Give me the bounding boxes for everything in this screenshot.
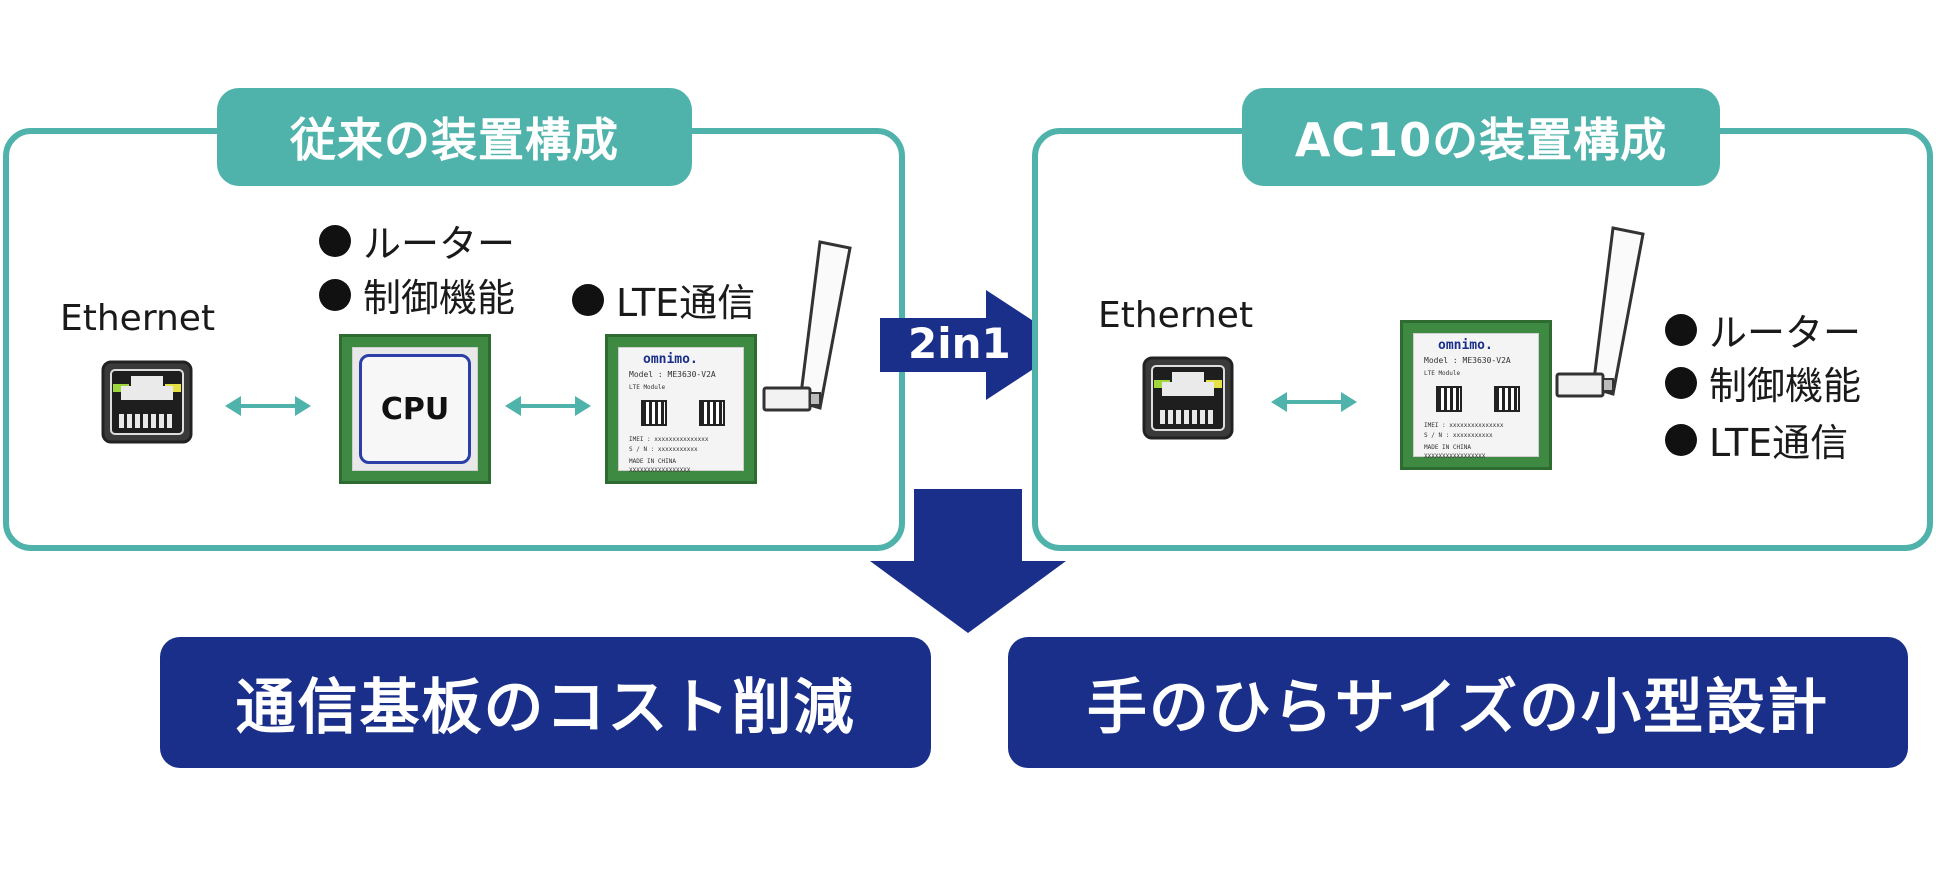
bullet-lte-right: LTE通信 bbox=[1665, 412, 1848, 467]
bullet-dot-icon bbox=[1665, 366, 1697, 399]
module-imei: IMEI : xxxxxxxxxxxxxxx bbox=[1424, 422, 1504, 429]
ac10-config-title: AC10の装置構成 bbox=[1242, 88, 1720, 186]
bullet-control-right: 制御機能 bbox=[1665, 355, 1861, 410]
module-type: LTE Module bbox=[1424, 370, 1461, 377]
module-code: XXXXXXXXXXXXXXXXX bbox=[629, 467, 691, 474]
bullet-text: LTE通信 bbox=[616, 281, 756, 325]
merge-arrow-icon bbox=[880, 290, 1070, 400]
module-brand: omnimo. bbox=[643, 352, 698, 367]
outcome-cost-reduction: 通信基板のコスト削減 bbox=[160, 637, 931, 768]
bidirectional-arrow-icon bbox=[1271, 392, 1357, 412]
bullet-dot-icon bbox=[319, 224, 351, 257]
bullet-dot-icon bbox=[1665, 313, 1697, 346]
module-model: Model : ME3630-V2A bbox=[629, 370, 716, 379]
bullet-text: 制御機能 bbox=[363, 276, 516, 320]
qr-code bbox=[1436, 386, 1462, 412]
bullet-lte-left: LTE通信 bbox=[572, 272, 755, 327]
qr-code bbox=[1494, 386, 1520, 412]
bullet-router-right: ルーター bbox=[1665, 302, 1861, 357]
module-sn: S / N : xxxxxxxxxxx bbox=[1424, 432, 1493, 439]
module-sn: S / N : xxxxxxxxxxx bbox=[629, 446, 698, 453]
bidirectional-arrow-icon bbox=[505, 396, 591, 416]
lte-module-board: omnimo. Model : ME3630-V2A LTE Module IM… bbox=[1400, 320, 1552, 470]
cpu-chip: CPU bbox=[339, 334, 491, 484]
bullet-text: ルーター bbox=[1709, 311, 1862, 355]
outcome-compact-design: 手のひらサイズの小型設計 bbox=[1008, 637, 1908, 768]
bullet-dot-icon bbox=[319, 278, 351, 311]
ethernet-label-right: Ethernet bbox=[1098, 295, 1254, 336]
qr-code bbox=[641, 400, 667, 426]
module-made: MADE IN CHINA bbox=[629, 458, 676, 465]
bullet-text: LTE通信 bbox=[1709, 421, 1849, 465]
cpu-label: CPU bbox=[380, 391, 450, 427]
bidirectional-arrow-icon bbox=[225, 396, 311, 416]
bullet-router-left: ルーター bbox=[319, 213, 515, 268]
bullet-dot-icon bbox=[1665, 423, 1697, 456]
bullet-control-left: 制御機能 bbox=[319, 267, 515, 322]
antenna-icon bbox=[1555, 226, 1645, 398]
module-type: LTE Module bbox=[629, 384, 666, 391]
ethernet-label-left: Ethernet bbox=[60, 298, 216, 339]
down-arrow-icon bbox=[870, 489, 1066, 633]
module-code: XXXXXXXXXXXXXXXXX bbox=[1424, 453, 1486, 460]
module-brand: omnimo. bbox=[1438, 338, 1493, 353]
antenna-icon bbox=[762, 240, 852, 412]
conventional-config-title: 従来の装置構成 bbox=[217, 88, 692, 186]
bullet-text: 制御機能 bbox=[1709, 364, 1862, 408]
bullet-text: ルーター bbox=[363, 222, 516, 266]
merge-arrow-label: 2in1 bbox=[908, 319, 1011, 368]
ethernet-port-icon bbox=[101, 360, 193, 444]
lte-module-board: omnimo. Model : ME3630-V2A LTE Module IM… bbox=[605, 334, 757, 484]
module-imei: IMEI : xxxxxxxxxxxxxxx bbox=[629, 436, 709, 443]
qr-code bbox=[699, 400, 725, 426]
bullet-dot-icon bbox=[572, 283, 604, 316]
ethernet-port-icon bbox=[1142, 356, 1234, 440]
module-model: Model : ME3630-V2A bbox=[1424, 356, 1511, 365]
module-made: MADE IN CHINA bbox=[1424, 444, 1471, 451]
